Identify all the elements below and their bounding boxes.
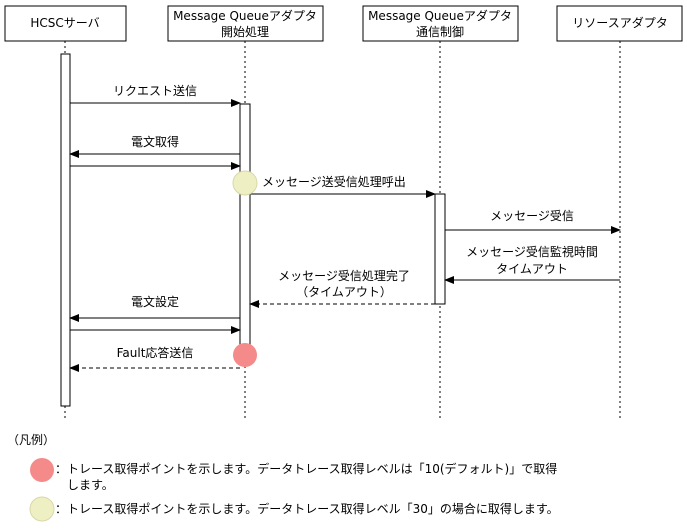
message-fault-response: Fault応答送信 (69, 345, 240, 372)
message-receive: メッセージ受信 (445, 209, 621, 234)
legend-red-text-line2: します。 (55, 478, 114, 492)
trace-point-yellow (232, 170, 258, 196)
participant-hcsc-label: HCSCサーバ (30, 16, 99, 30)
message-process-complete-label-2: （タイムアウト） (296, 285, 392, 299)
message-call-send-receive-label: メッセージ送受信処理呼出 (262, 174, 406, 189)
message-set-message: 電文設定 (69, 294, 241, 334)
message-monitor-timeout-label-1: メッセージ受信監視時間 (466, 244, 598, 259)
message-request-send: リクエスト送信 (70, 83, 241, 107)
participant-mq-start: Message Queueアダプタ 開始処理 (167, 5, 324, 42)
participant-hcsc-server: HCSCサーバ (4, 5, 127, 42)
trace-point-red (233, 343, 257, 367)
activation-mq-start (239, 103, 251, 366)
participant-mq-start-label-1: Message Queueアダプタ (173, 8, 317, 23)
legend-yellow-text: ：トレース取得ポイントを示します。データトレース取得レベル「30」の場合に取得し… (55, 501, 559, 516)
participant-resource-adapter: リソースアダプタ (556, 5, 683, 42)
message-monitor-timeout-label-2: タイムアウト (496, 262, 568, 276)
message-request-send-label: リクエスト送信 (113, 83, 197, 98)
participant-mq-start-label-2: 開始処理 (221, 25, 269, 39)
legend: （凡例） ：トレース取得ポイントを示します。データトレース取得レベルは「10(デ… (7, 433, 559, 522)
message-get-message: 電文取得 (69, 134, 241, 170)
message-call-send-receive: メッセージ送受信処理呼出 (250, 174, 436, 198)
participant-resource-label: リソースアダプタ (572, 15, 667, 30)
message-get-message-label: 電文取得 (131, 134, 179, 149)
participant-mq-comm-label-2: 通信制御 (416, 24, 464, 39)
message-process-complete: メッセージ受信処理完了 （タイムアウト） (249, 268, 435, 308)
legend-red-text-line1: ：トレース取得ポイントを示します。データトレース取得レベルは「10(デフォルト)… (55, 461, 557, 476)
participant-mq-comm-label-1: Message Queueアダプタ (368, 8, 512, 23)
message-fault-response-label: Fault応答送信 (117, 345, 194, 360)
message-set-message-label: 電文設定 (131, 294, 179, 309)
message-monitor-timeout: メッセージ受信監視時間 タイムアウト (444, 244, 620, 284)
legend-red-point-icon (30, 458, 54, 482)
legend-yellow-point-icon (29, 496, 55, 522)
activation-hcsc (60, 53, 71, 407)
message-process-complete-label-1: メッセージ受信処理完了 (278, 268, 410, 283)
legend-title: （凡例） (7, 433, 55, 447)
message-receive-label: メッセージ受信 (490, 209, 574, 223)
participant-mq-comm: Message Queueアダプタ 通信制御 (362, 5, 519, 42)
activation-mq-comm (434, 193, 446, 305)
